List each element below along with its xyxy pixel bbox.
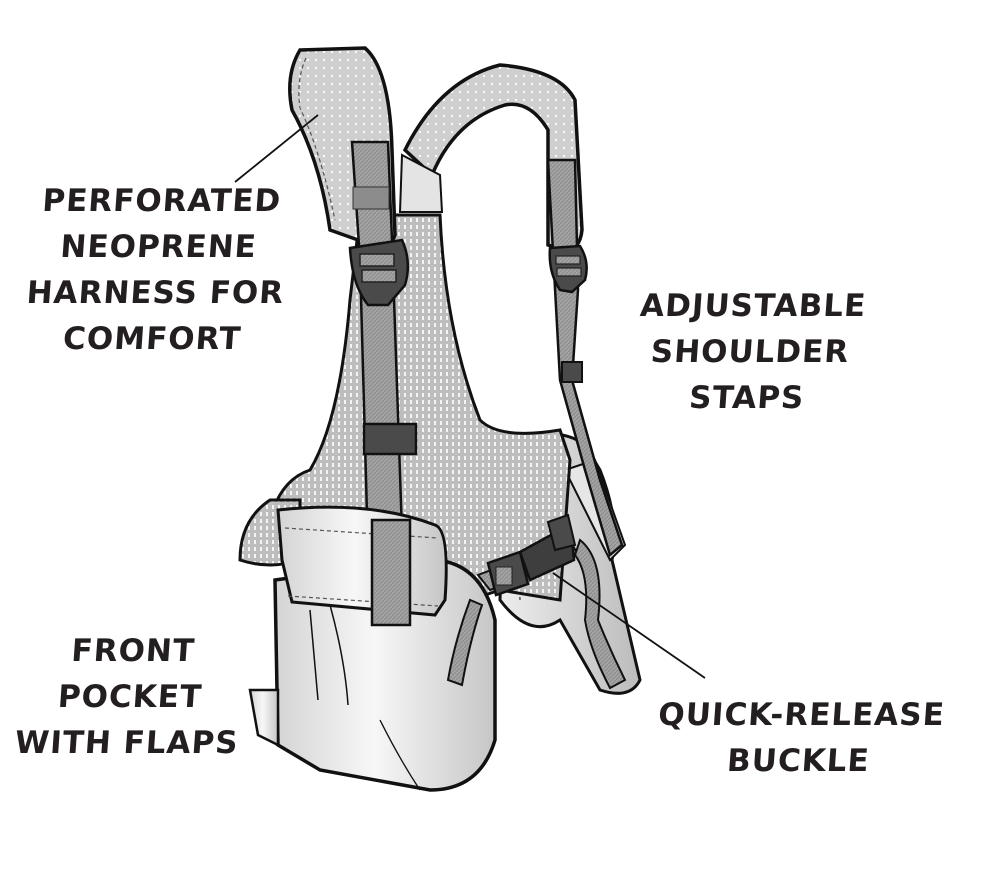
callout-line: Staps: [687, 380, 806, 416]
callout-adjustable-shoulder-straps: Adjustable Shoulder Staps: [620, 283, 880, 421]
right-ladder-lock-buckle: [548, 244, 588, 294]
callout-line: Pocket: [56, 679, 204, 715]
quick-release-buckle: [486, 513, 577, 597]
callout-quick-release-buckle: Quick-Release Buckle: [637, 692, 963, 784]
leader-line-harness: [234, 114, 319, 183]
callout-line: Front: [70, 633, 197, 669]
left-ladder-lock-buckle: [348, 238, 410, 307]
callout-line: Shoulder: [649, 334, 851, 370]
callout-line: With Flaps: [13, 725, 240, 761]
callout-line: Comfort: [61, 321, 243, 357]
callout-front-pocket: Front Pocket With Flaps: [3, 628, 257, 766]
callout-line: Quick-Release: [657, 697, 947, 733]
callout-line: Neoprene: [59, 229, 259, 265]
callout-line: Buckle: [725, 743, 871, 779]
callout-line: Harness for: [25, 275, 286, 311]
left-strap-keeper: [362, 422, 418, 456]
callout-perforated-neoprene-harness: Perforated Neoprene Harness for Comfort: [12, 178, 303, 362]
pocket-flap: [276, 505, 448, 627]
front-pocket: [248, 557, 497, 792]
right-strap-keeper: [561, 361, 583, 383]
callout-line: Adjustable: [638, 288, 868, 324]
callout-line: Perforated: [41, 183, 283, 219]
leader-line-buckle: [552, 572, 706, 679]
